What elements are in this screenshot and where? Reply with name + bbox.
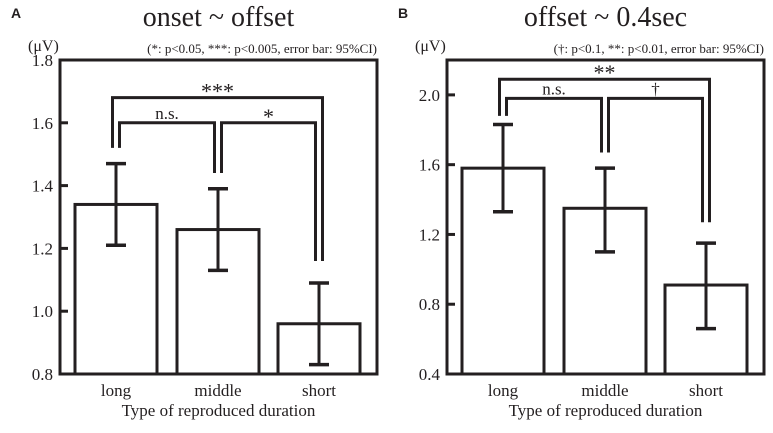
- plot-frame: [58, 58, 379, 376]
- y-tick-label: 0.4: [419, 365, 441, 384]
- significance-label: *: [263, 104, 274, 129]
- plot-frame: [445, 58, 766, 376]
- panel-a: A onset ~ offset (μV) (*: p<0.05, ***: p…: [0, 0, 386, 433]
- y-tick-label: 1.2: [419, 225, 440, 244]
- x-axis-caption: Type of reproduced duration: [509, 401, 703, 420]
- panel-a-subtitle: (*: p<0.05, ***: p<0.005, error bar: 95%…: [147, 41, 377, 56]
- significance-label: †: [651, 79, 660, 98]
- panel-a-title: onset ~ offset: [142, 2, 295, 33]
- x-category-label-middle: middle: [194, 381, 241, 400]
- significance-bracket: [498, 77, 711, 223]
- panel-a-letter: A: [11, 5, 22, 21]
- significance-label: n.s.: [155, 104, 179, 123]
- significance-bracket: [220, 121, 317, 261]
- panel-b-y-axis-unit: (μV): [415, 38, 446, 55]
- y-tick-label: 1.0: [32, 302, 53, 321]
- significance-bracket: [118, 121, 216, 174]
- y-tick-label: 1.6: [419, 156, 440, 175]
- significance-bracket: [505, 96, 603, 153]
- y-tick-label: 2.0: [419, 86, 440, 105]
- y-tick-label: 0.8: [32, 365, 53, 384]
- x-category-label-long: long: [488, 381, 519, 400]
- significance-label: **: [594, 60, 616, 85]
- panel-a-chart: 0.8 1.0 1.2 1.4 1.6 1.8 *** n.s. * long middle shor…: [32, 51, 379, 420]
- panel-b-subtitle: (†: p<0.1, **: p<0.01, error bar: 95%CI): [553, 41, 764, 56]
- y-tick-label: 1.2: [32, 239, 53, 258]
- x-category-label-long: long: [101, 381, 132, 400]
- x-axis-caption: Type of reproduced duration: [122, 401, 316, 420]
- y-tick-label: 0.8: [419, 295, 440, 314]
- panel-b: B offset ~ 0.4sec (μV) (†: p<0.1, **: p<…: [387, 0, 773, 433]
- y-tick-label: 1.6: [32, 114, 53, 133]
- significance-label: ***: [201, 79, 234, 104]
- significance-bracket: [111, 96, 324, 261]
- panel-b-chart: 0.4 0.8 1.2 1.6 2.0 ** n.s. † long middle shortTyp…: [419, 58, 766, 420]
- x-category-label-short: short: [302, 381, 336, 400]
- x-category-label-middle: middle: [581, 381, 628, 400]
- panel-b-letter: B: [398, 5, 409, 21]
- significance-label: n.s.: [542, 79, 566, 98]
- x-category-label-short: short: [689, 381, 723, 400]
- significance-bracket: [607, 96, 704, 223]
- y-tick-label: 1.4: [32, 177, 54, 196]
- panel-a-y-axis-unit: (μV): [28, 38, 59, 55]
- panel-b-title: offset ~ 0.4sec: [523, 2, 688, 33]
- y-tick-label: 1.8: [32, 51, 53, 70]
